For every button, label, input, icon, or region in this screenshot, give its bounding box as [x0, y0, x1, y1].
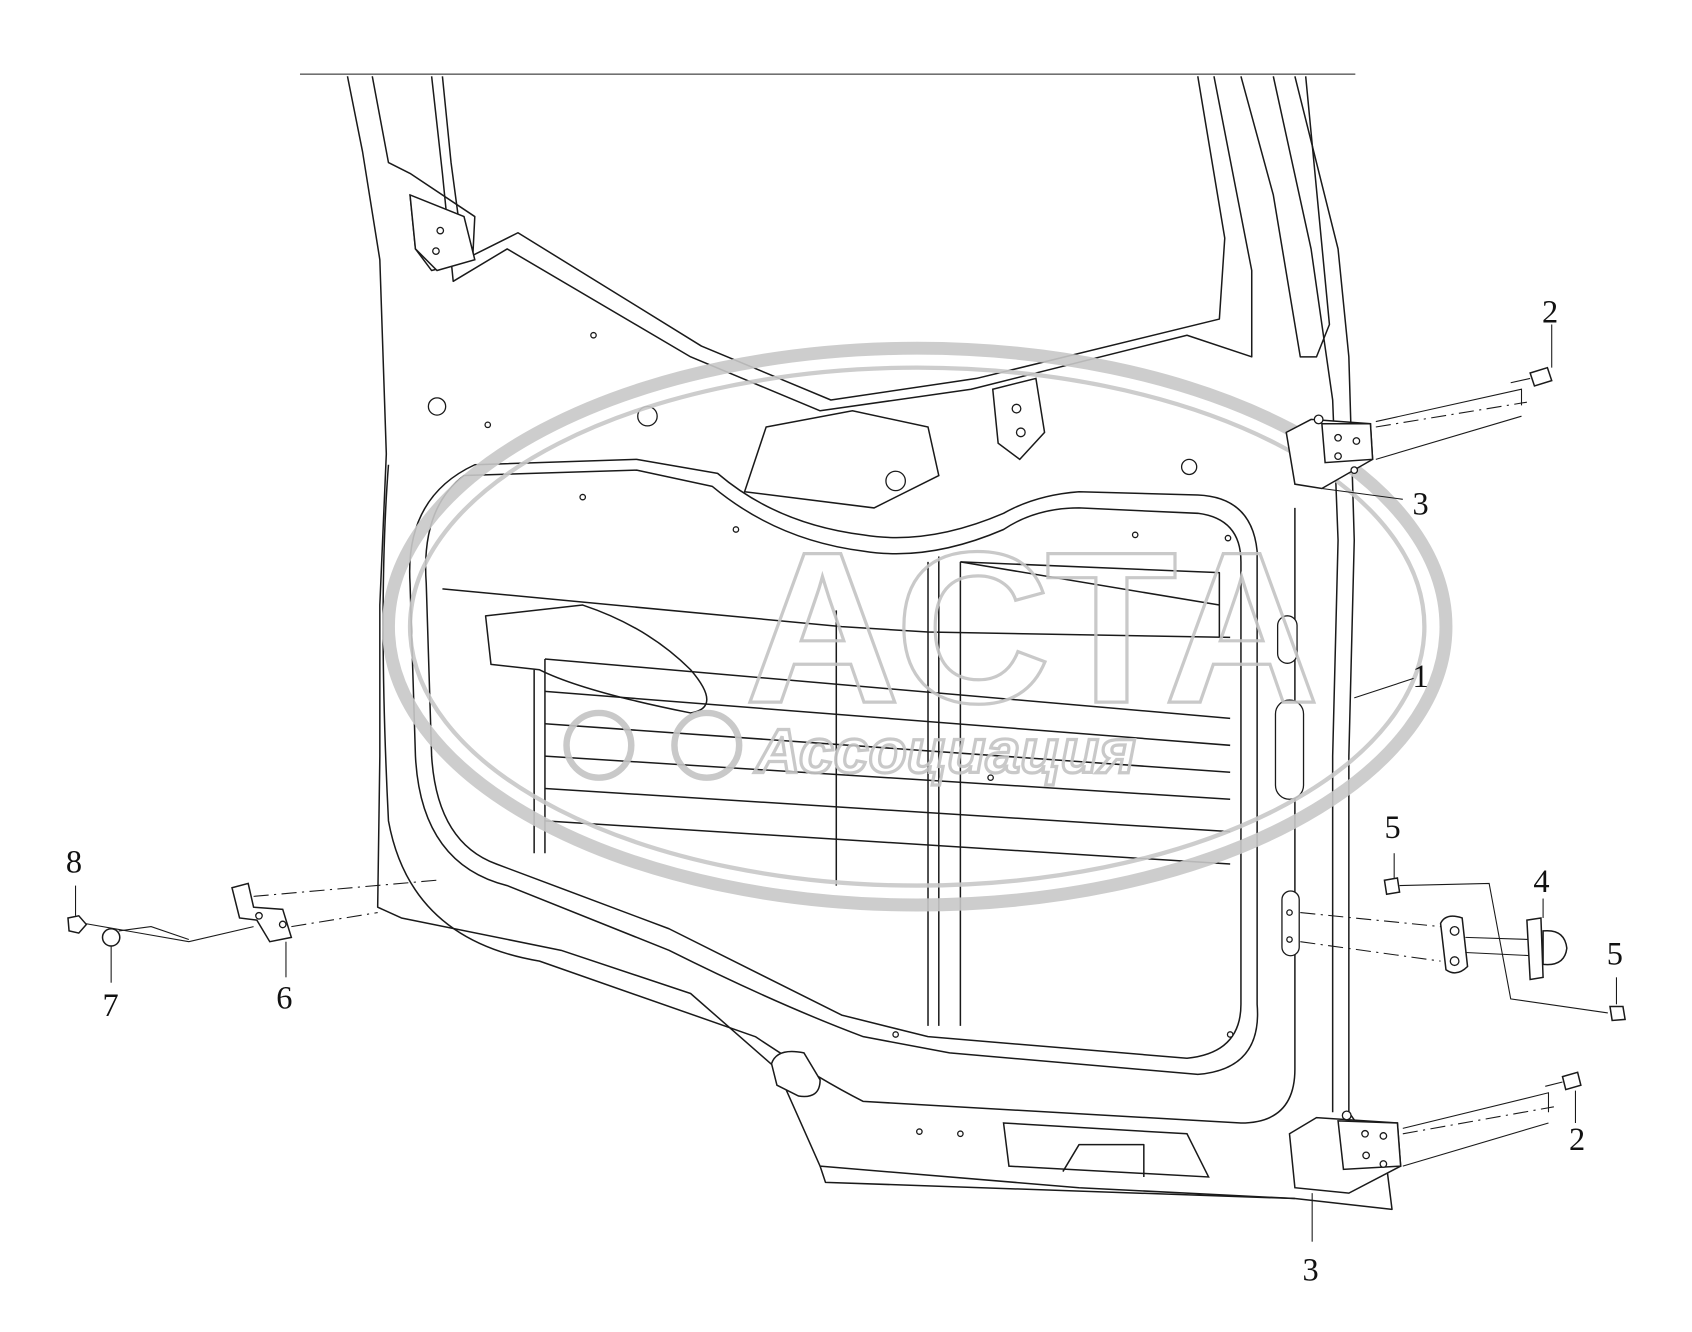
- striker-bracket: [84, 879, 438, 978]
- callout-6: 6: [276, 981, 292, 1017]
- callout-4: 4: [1533, 864, 1549, 900]
- lower-bolt: [1545, 1071, 1582, 1123]
- callout-7: 7: [103, 988, 119, 1024]
- check-bolts: [1383, 853, 1626, 1022]
- callout-5-upper: 5: [1384, 810, 1400, 846]
- watermark-logo: АСТА Ассоциация: [381, 341, 1453, 912]
- callout-1: 1: [1413, 659, 1429, 695]
- watermark-title: АСТА: [745, 507, 1320, 748]
- callout-2-lower: 2: [1569, 1122, 1585, 1158]
- lower-hinge: [1288, 1092, 1554, 1242]
- callout-2-upper: 2: [1542, 294, 1558, 330]
- callout-3-upper: 3: [1413, 486, 1429, 522]
- upper-bolt: [1510, 324, 1553, 387]
- callout-8: 8: [66, 845, 82, 881]
- door-frame: [346, 76, 1393, 1211]
- watermark-subtitle: Ассоциация: [753, 716, 1135, 786]
- callout-5-lower: 5: [1607, 936, 1623, 972]
- upper-hinge: [1285, 388, 1527, 490]
- nut-and-cap: [67, 885, 121, 983]
- door-check: [1300, 898, 1568, 981]
- callout-3-lower: 3: [1302, 1253, 1318, 1289]
